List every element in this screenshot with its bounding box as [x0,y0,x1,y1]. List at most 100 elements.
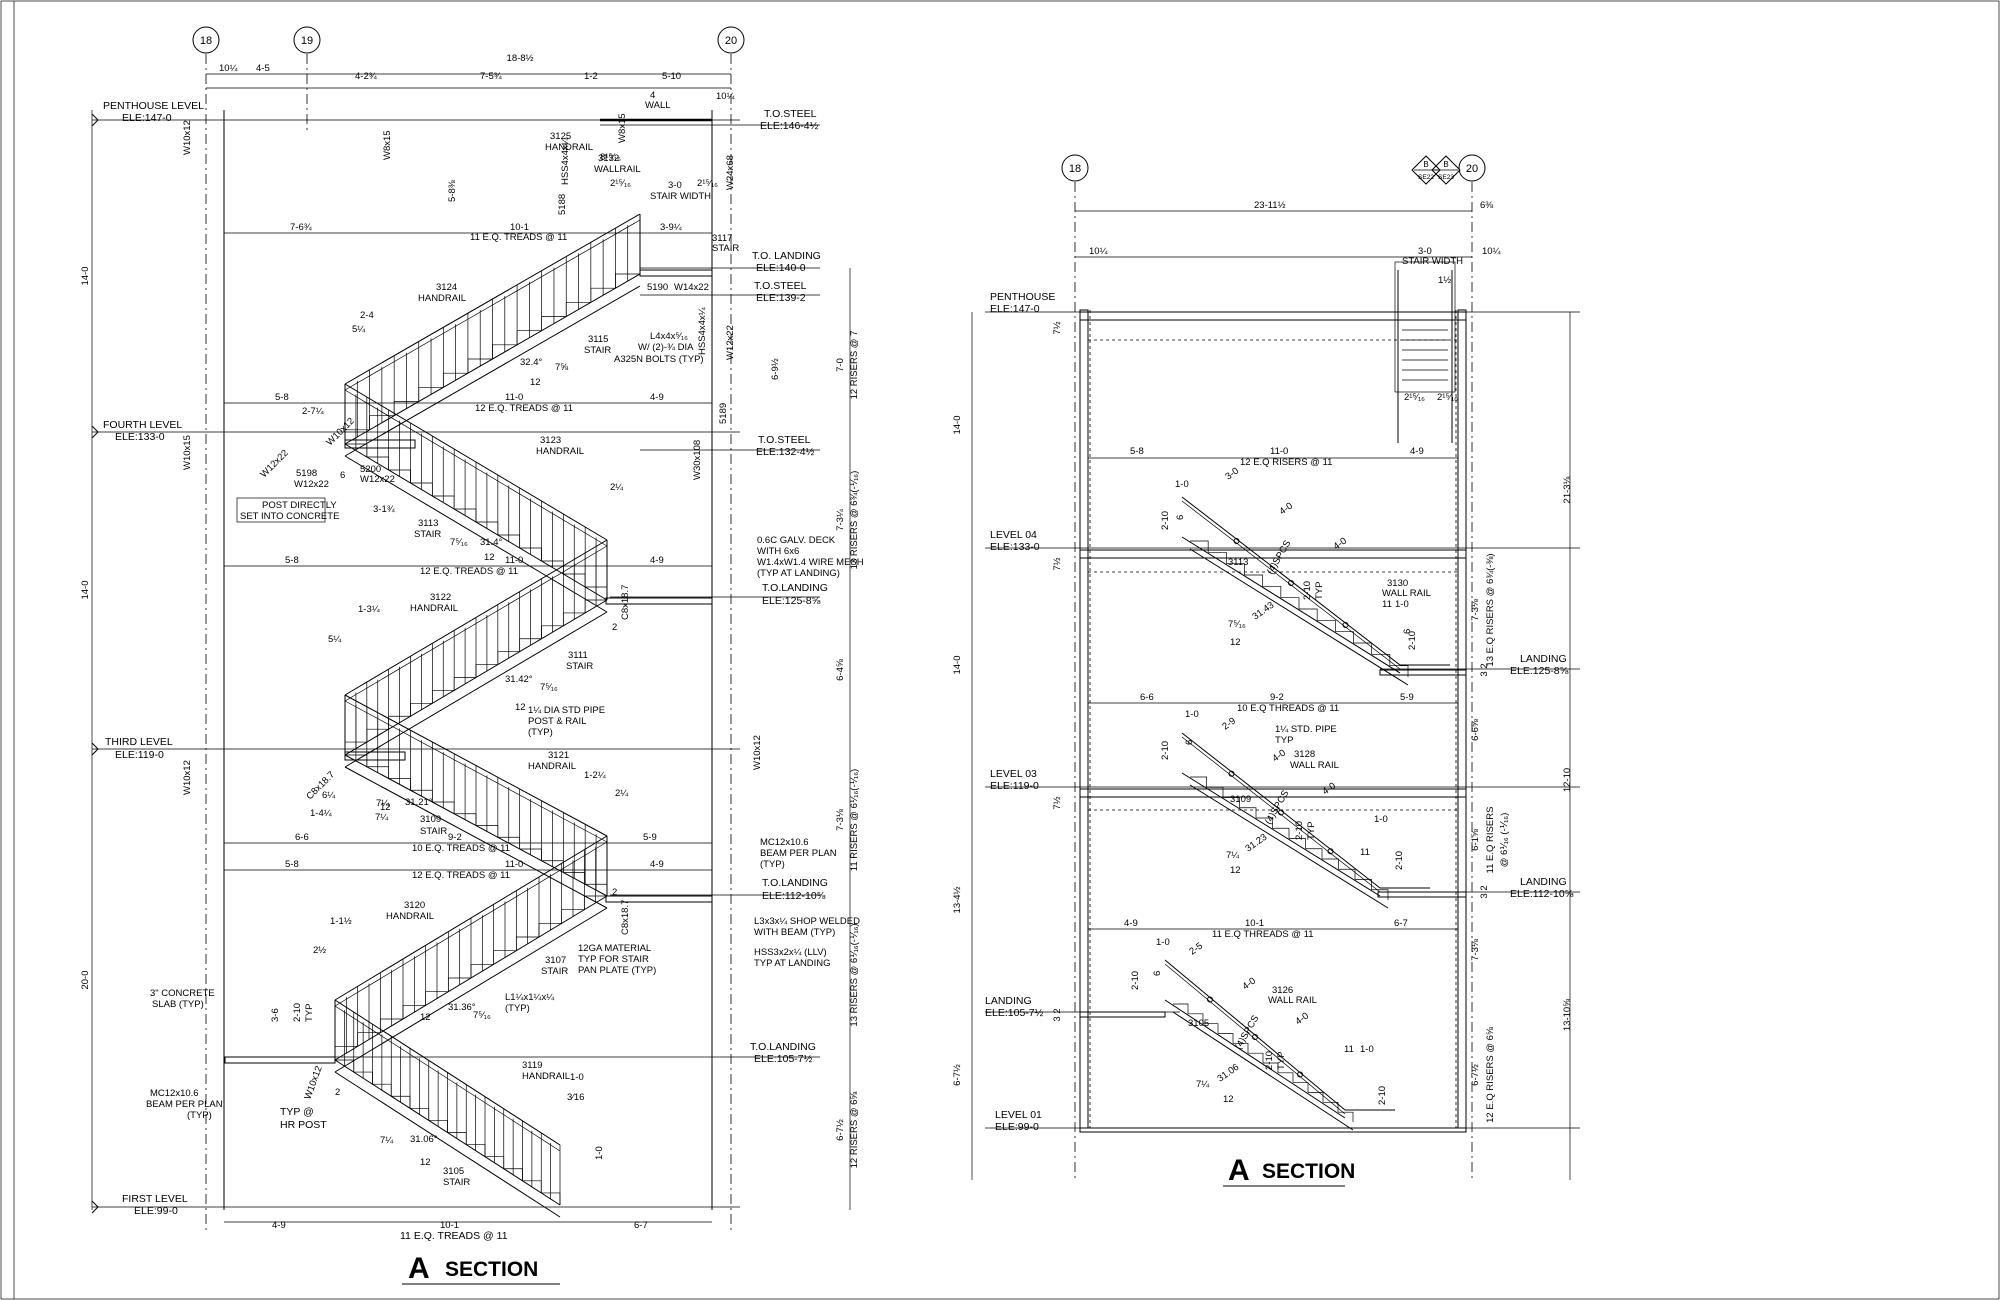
svg-text:6: 6 [340,470,345,481]
stair-tread [515,936,539,951]
svg-text:1-0: 1-0 [1156,937,1170,948]
stair-tread [565,301,591,317]
svg-text:10¼: 10¼ [1482,246,1502,257]
svg-text:FOURTH LEVEL: FOURTH LEVEL [103,419,182,431]
svg-text:2-10: 2-10 [1294,821,1305,840]
svg-text:6: 6 [1184,740,1195,745]
stair-tread [1226,563,1245,575]
svg-text:2¼: 2¼ [615,788,629,799]
svg-text:6¼: 6¼ [322,790,336,801]
svg-text:12-10: 12-10 [1562,768,1573,792]
svg-text:12: 12 [1230,637,1241,648]
svg-text:2½: 2½ [313,945,326,956]
svg-text:12: 12 [380,802,391,813]
svg-text:C8x18.7: C8x18.7 [620,900,631,935]
svg-text:3117: 3117 [712,233,732,244]
svg-text:4: 4 [650,90,655,101]
right-flight-2-labels: 6-6 9-2 10 E.Q THREADS @ 11 5-9 1-0 2-9 … [1088,692,1458,876]
svg-text:STAIR: STAIR [712,243,739,254]
svg-text:5-9: 5-9 [643,832,657,843]
svg-text:W8x15: W8x15 [617,113,628,143]
stair-tread [372,1083,392,1097]
svg-text:2-10: 2-10 [1302,581,1313,600]
svg-text:2-10: 2-10 [292,1003,303,1022]
stair-tread [562,612,586,626]
svg-text:W10x12: W10x12 [302,1065,324,1102]
svg-text:ELE:140-0: ELE:140-0 [756,262,806,274]
svg-text:HANDRAIL: HANDRAIL [536,446,584,457]
svg-text:3126: 3126 [1272,985,1293,996]
stair-tread [366,766,390,779]
svg-text:4-9: 4-9 [650,555,664,566]
svg-text:LEVEL 03: LEVEL 03 [990,768,1037,780]
svg-text:12 E.Q. TREADS @ 11: 12 E.Q. TREADS @ 11 [412,870,510,881]
right-level-04: LEVEL 04 ELE:133-0 [985,529,1580,553]
svg-text:12: 12 [515,702,526,713]
svg-text:13 E.Q RISERS @ 6¾(-⅜): 13 E.Q RISERS @ 6¾(-⅜) [1485,553,1496,666]
svg-text:FIRST LEVEL: FIRST LEVEL [122,1193,188,1205]
svg-text:B: B [1423,160,1428,169]
svg-text:9-2: 9-2 [1270,692,1284,703]
stair-tread [476,521,499,535]
svg-text:13-10⅝: 13-10⅝ [1562,999,1573,1031]
svg-text:2¹⁵⁄₁₆: 2¹⁵⁄₁₆ [697,178,718,189]
stair-tread [503,1168,523,1181]
svg-text:9-2: 9-2 [448,832,462,843]
svg-text:31.42°: 31.42° [505,674,533,685]
section-tag-se23: B SE23 [1431,155,1461,185]
stair-tread [1308,1092,1324,1103]
svg-text:4-9: 4-9 [650,392,664,403]
rail-bracket [1342,622,1349,628]
svg-text:TYP: TYP [1275,735,1293,746]
svg-text:13-4½: 13-4½ [952,886,963,913]
svg-text:7⁵⁄₁₆: 7⁵⁄₁₆ [1228,619,1246,630]
stair-tread [366,728,389,743]
svg-text:10-1: 10-1 [440,1220,459,1231]
svg-text:20: 20 [725,35,737,47]
svg-text:SE23: SE23 [1438,174,1454,181]
svg-text:C8x18.7: C8x18.7 [620,585,631,620]
svg-text:18: 18 [1069,163,1081,175]
svg-text:2-10: 2-10 [1394,851,1405,870]
stair-tread [1218,1033,1234,1044]
svg-text:1-3¼: 1-3¼ [358,604,381,615]
svg-text:12: 12 [420,1012,431,1023]
svg-text:12: 12 [484,552,495,563]
stair-tread [1190,540,1209,553]
svg-text:10-1: 10-1 [510,222,529,233]
level-line-fourth: FOURTH LEVEL ELE:133-0 [91,419,740,443]
svg-text:1-0: 1-0 [1395,599,1409,610]
svg-text:14-0: 14-0 [952,655,963,674]
stair-tread [1272,827,1290,839]
stair-tread [493,950,517,965]
svg-text:7¼: 7¼ [380,1135,394,1146]
stair-tread [454,813,477,826]
stair-tread [522,1180,542,1193]
rail-bracket [1297,1071,1303,1078]
svg-text:ELE:99-0: ELE:99-0 [134,1205,178,1217]
svg-text:ELE:99-0: ELE:99-0 [995,1121,1039,1133]
svg-text:L1¼x1¼x¼: L1¼x1¼x¼ [505,992,555,1003]
svg-text:WITH 6x6: WITH 6x6 [757,546,799,557]
svg-text:@ 6⅟₁₆ (-⅟₁₆): @ 6⅟₁₆ (-⅟₁₆) [1499,813,1510,868]
stair-stringer [1181,536,1401,674]
svg-text:3119: 3119 [522,1060,542,1071]
svg-text:3-9¼: 3-9¼ [660,222,683,233]
rail-bracket [1278,809,1284,816]
stair-tread [541,316,567,331]
svg-text:SE22: SE22 [1418,174,1434,181]
stair-tread [1299,608,1318,621]
svg-text:W12x22: W12x22 [360,474,395,485]
svg-text:8¹⁵⁄₁₆: 8¹⁵⁄₁₆ [600,152,621,163]
svg-text:HSS3x2x¼ (LLV): HSS3x2x¼ (LLV) [754,947,827,958]
svg-text:ELE:105-7½: ELE:105-7½ [985,1007,1044,1019]
svg-text:4-0: 4-0 [1240,976,1258,993]
svg-text:ELE:147-0: ELE:147-0 [122,112,172,124]
svg-text:WALLRAIL: WALLRAIL [594,164,641,175]
stair-stringer [1181,772,1381,897]
stair-tread [541,1192,561,1205]
stair-tread [1208,551,1227,564]
svg-text:2¹⁵⁄₁₆: 2¹⁵⁄₁₆ [1404,392,1425,403]
svg-text:13 RISERS @ 6⅟₁₆(-⅟₁₆): 13 RISERS @ 6⅟₁₆(-⅟₁₆) [849,923,860,1026]
